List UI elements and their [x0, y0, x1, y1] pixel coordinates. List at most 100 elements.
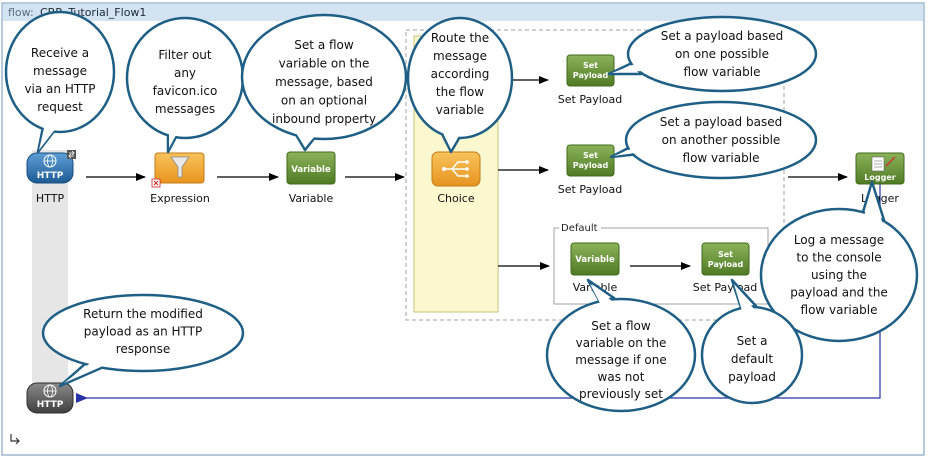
set-payload-1-icon-line1: Set: [583, 61, 598, 70]
expand-icon[interactable]: [10, 434, 20, 445]
http-icon-text: HTTP: [37, 171, 64, 181]
callout-text: Filter out any favicon.ico messages: [153, 48, 218, 116]
callout-default-variable: Set a flow variable on the message if one w…: [545, 278, 697, 413]
callout-set-variable: Set a flow variable on the message, based o…: [240, 13, 408, 152]
callout-default-payload: Set a default payload: [700, 278, 804, 405]
flow-title-bar[interactable]: [3, 4, 923, 21]
log-sheet-icon: [871, 156, 896, 172]
callout-text: Return the modified payload as an HTTP res…: [83, 307, 203, 356]
callout-text-line: inbound property: [272, 112, 376, 126]
exchange-pattern-icon: [67, 150, 76, 159]
callout-text: Log a message to the console using the payl…: [790, 233, 888, 317]
expression-filter[interactable]: [154, 152, 205, 184]
set-payload-2-label: Set Payload: [558, 183, 622, 196]
callout-text-line: Set a: [737, 334, 768, 348]
callout-text-line: on an optional: [281, 94, 367, 108]
callout-payload-another: Set a payload based on another possible fl…: [609, 100, 818, 180]
callout-text-line: messages: [155, 102, 215, 116]
callout-text-line: Filter out: [158, 48, 211, 62]
error-marker-icon: [151, 178, 161, 188]
logger-component[interactable]: Logger: [855, 152, 905, 185]
callout-text-line: Set a payload based: [661, 29, 783, 43]
callout-text-line: Set a payload based: [660, 115, 782, 129]
callout-text-line: favicon.ico: [153, 84, 218, 98]
callout-text: Set a flow variable on the message, based o…: [272, 38, 376, 126]
callout-text-line: on one possible: [675, 47, 769, 61]
variable-default-transformer[interactable]: Variable: [570, 242, 620, 276]
callout-text: Set a payload based on another possible fl…: [660, 115, 782, 165]
callout-text-line: variable on the: [576, 336, 667, 350]
variable-default-icon-text: Variable: [575, 255, 615, 265]
callout-log: Log a message to the console using the payl…: [759, 180, 919, 343]
flow-prefix: flow:: [8, 6, 34, 19]
callout-text: Set a default payload: [728, 334, 776, 384]
callout-route: Route the message according the flow variabl…: [406, 16, 514, 154]
flow-connectors: [86, 76, 848, 270]
default-route-label: Default: [561, 223, 598, 234]
set-payload-default-label: Set Payload: [693, 281, 757, 294]
funnel-icon: [170, 156, 190, 178]
variable-icon-text: Variable: [291, 165, 331, 175]
callout-text-line: request: [37, 100, 83, 114]
set-payload-1-label: Set Payload: [558, 93, 622, 106]
set-payload-2-icon-line1: Set: [583, 151, 598, 160]
callout-text-line: Return the modified: [83, 307, 203, 321]
callout-text-line: to the console: [796, 251, 881, 265]
callout-text-line: message, based: [275, 75, 373, 89]
callout-text-line: flow variable: [801, 303, 878, 317]
http-inbound-label: HTTP: [36, 192, 65, 205]
set-payload-1-icon-line2: Payload: [573, 71, 609, 80]
variable-transformer[interactable]: Variable: [286, 151, 336, 185]
http-endpoint-lane: [32, 150, 68, 405]
variable-label: Variable: [289, 192, 334, 205]
callout-text-line: response: [116, 342, 171, 356]
callout-text-line: flow variable: [684, 65, 761, 79]
http-inbound-endpoint[interactable]: HTTP: [26, 152, 74, 184]
callout-text-line: previously set: [579, 387, 663, 401]
callout-text-line: default: [731, 352, 774, 366]
callout-text-line: variable: [436, 103, 484, 117]
callout-text-line: variable on the: [279, 57, 370, 71]
callout-text-line: the flow: [436, 85, 484, 99]
callout-text: Receive a message via an HTTP request: [24, 46, 95, 114]
callout-text-line: Route the: [431, 31, 489, 45]
callout-text: Route the message according the flow variabl…: [431, 31, 490, 117]
callout-text-line: Set a flow: [294, 38, 354, 52]
expression-label: Expression: [150, 192, 210, 205]
branch-icon: [442, 160, 469, 178]
set-payload-2-icon-line2: Payload: [573, 161, 609, 170]
callout-text-line: any: [174, 66, 196, 80]
callout-text: Set a payload based on one possible flow v…: [661, 29, 783, 79]
callout-text-line: via an HTTP: [24, 82, 95, 96]
callout-text-line: Receive a: [31, 46, 89, 60]
callout-receive: Receive a message via an HTTP request: [4, 10, 116, 154]
callout-text-line: message: [33, 64, 87, 78]
set-payload-default-icon-line2: Payload: [708, 260, 744, 269]
callout-text: Set a flow variable on the message if one w…: [575, 319, 666, 401]
callout-text-line: flow variable: [683, 151, 760, 165]
callout-payload-one: Set a payload based on one possible flow v…: [607, 15, 818, 93]
callout-text-line: was not: [598, 370, 645, 384]
set-payload-1[interactable]: Set Payload: [566, 54, 615, 87]
callout-text-line: Set a flow: [591, 319, 651, 333]
callout-text-line: on another possible: [662, 133, 781, 147]
set-payload-default[interactable]: Set Payload: [701, 242, 750, 276]
callout-text-line: message if one: [575, 353, 666, 367]
logger-icon-text: Logger: [864, 173, 895, 182]
choice-router[interactable]: [431, 151, 481, 187]
callout-text-line: payload and the: [790, 286, 888, 300]
http-response-icon-text: HTTP: [37, 400, 64, 410]
set-payload-default-icon-line1: Set: [718, 250, 733, 259]
choice-label: Choice: [437, 192, 474, 205]
callout-text-line: according: [431, 67, 490, 81]
callout-text-line: payload: [728, 370, 776, 384]
callout-text-line: Log a message: [794, 233, 884, 247]
http-response-endpoint[interactable]: HTTP: [26, 382, 74, 414]
set-payload-2[interactable]: Set Payload: [566, 144, 615, 177]
callout-text-line: payload as an HTTP: [84, 325, 202, 339]
callout-text-line: using the: [811, 268, 867, 282]
callout-return: Return the modified payload as an HTTP res…: [41, 293, 245, 388]
callout-text-line: message: [433, 49, 487, 63]
callout-filter: Filter out any favicon.ico messages: [125, 16, 245, 154]
